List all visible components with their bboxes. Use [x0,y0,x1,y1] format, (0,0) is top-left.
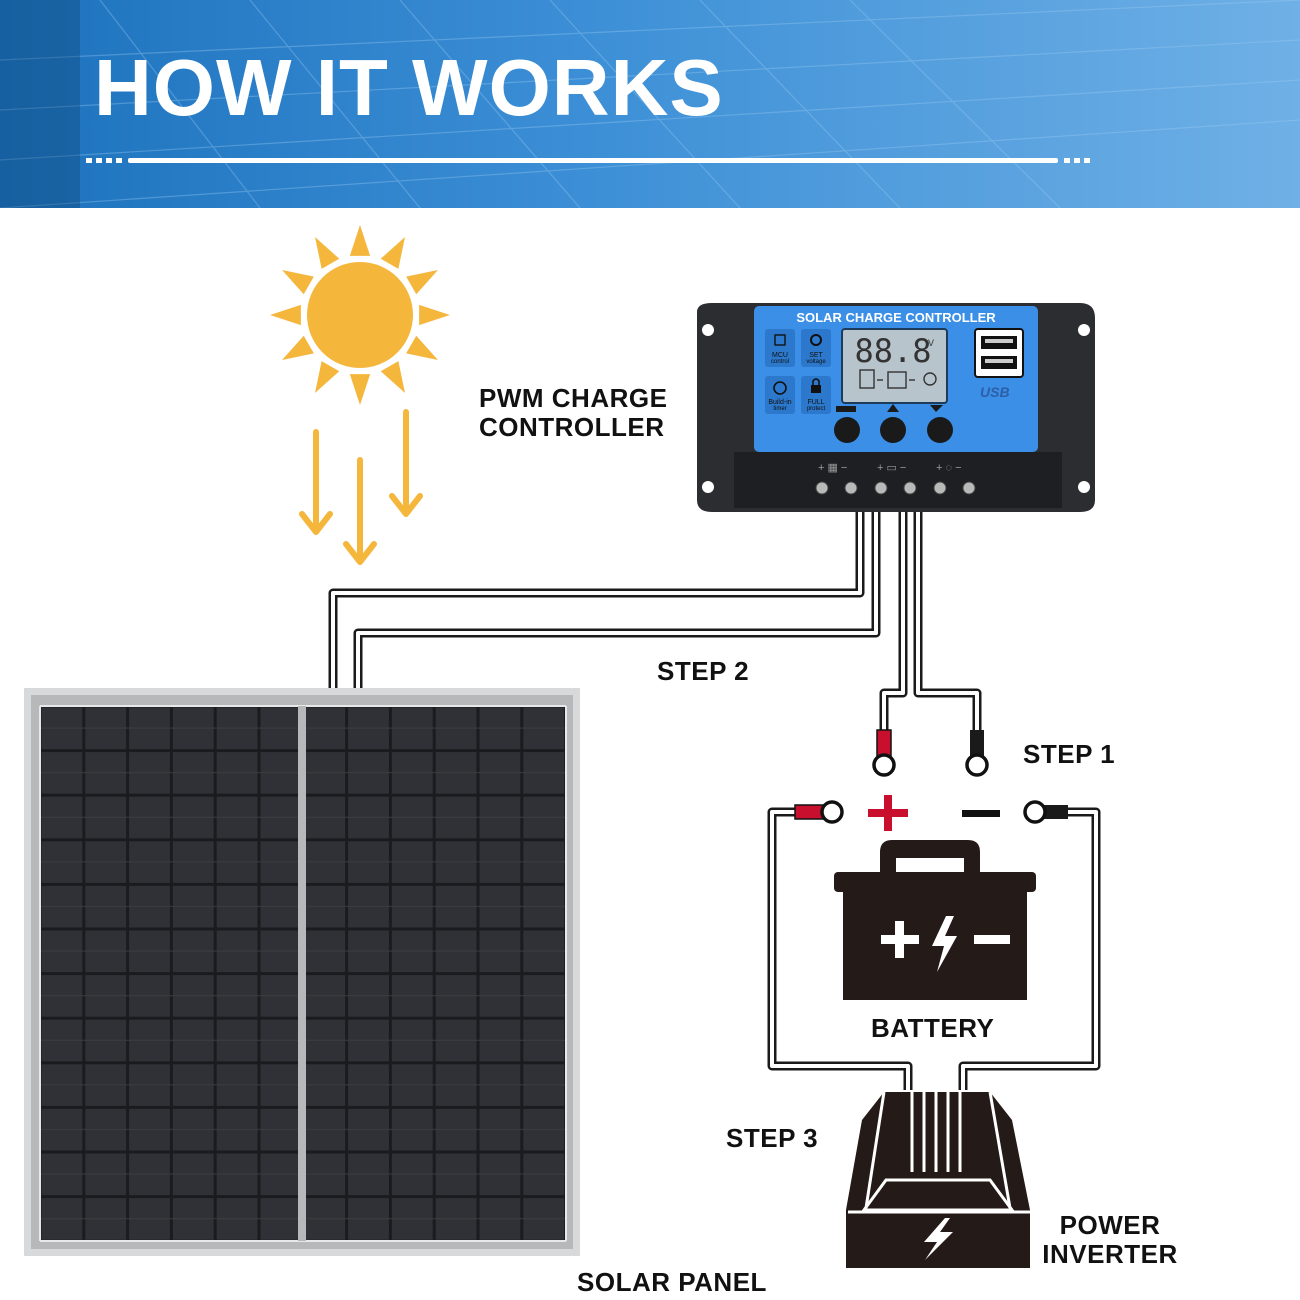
controller-label: PWM CHARGE CONTROLLER [479,384,667,442]
up-knob[interactable] [880,417,906,443]
up-arrow-icon [887,404,899,412]
terminal-screw-icon [874,481,888,495]
page-title: HOW IT WORKS [94,43,724,132]
svg-text:voltage: voltage [806,359,826,365]
inverter-label-line2: INVERTER [1042,1239,1178,1269]
mount-hole-icon [702,324,714,336]
step-2-label: STEP 2 [657,656,750,686]
header-banner: HOW IT WORKS [0,0,1300,208]
svg-text:+ ◌ −: + ◌ − [936,462,962,474]
mcu-control-icon: MCU control [765,329,795,367]
sun-ray [380,361,405,393]
sun-ray [315,361,340,393]
svg-text:timer: timer [773,406,786,412]
minus-icon [962,810,1000,817]
mount-hole-icon [702,481,714,493]
svg-text:+ ▦ −: + ▦ − [818,462,847,474]
usb-label: USB [980,384,1010,400]
terminal-screws [815,481,976,495]
svg-text:MCU: MCU [772,352,788,359]
solar-panel-label: SOLAR PANEL [577,1267,767,1297]
lcd-flow-icons [859,369,937,389]
charge-controller: SOLAR CHARGE CONTROLLER 88.8 V MCU contr… [697,303,1095,512]
terminal-screw-icon [844,481,858,495]
arrow-down-icon [389,409,423,517]
solar-roof-background [0,0,1300,208]
mount-hole-icon [1078,324,1090,336]
plus-icon [868,795,908,831]
svg-text:SET: SET [809,352,823,359]
inverter-battery-terminals [794,800,1068,824]
sun-ray [282,335,314,360]
svg-text:protect: protect [807,406,826,412]
terminal-screw-icon [815,481,829,495]
sun-ray [282,270,314,295]
sun-ray [406,270,438,295]
set-voltage-icon: SET voltage [801,329,831,367]
controller-label-line2: CONTROLLER [479,412,665,442]
lock-protect-icon: FULL protect [801,376,831,414]
lcd-digits: 88.8 [854,332,931,370]
sun-ray [349,225,371,256]
terminal-screw-icon [903,481,917,495]
svg-text:+ ▭ −: + ▭ − [877,462,906,474]
svg-text:FULL: FULL [807,399,824,406]
inverter-label-line1: POWER [1059,1210,1161,1240]
sun-ray [380,237,405,269]
arrow-down-icon [343,457,377,565]
power-inverter-icon [846,1091,1030,1268]
battery-label: BATTERY [871,1013,995,1043]
solar-panel-icon [24,688,580,1256]
svg-text:control: control [771,359,789,365]
menu-knob[interactable] [834,417,860,443]
sun-ray [349,374,371,405]
sun-ray [419,304,450,326]
sun-ray [270,304,301,326]
terminal-screw-icon [962,481,976,495]
sunlight-arrows [299,409,423,565]
sun-icon [270,225,450,405]
step-3-label: STEP 3 [726,1123,819,1153]
sun-ray [406,335,438,360]
controller-device-title: SOLAR CHARGE CONTROLLER [796,310,996,325]
terminal-block [734,452,1062,508]
controller-battery-terminals [872,729,989,777]
mount-hole-icon [1078,481,1090,493]
terminal-screw-icon [933,481,947,495]
terminal-symbols: + ▦ − + ▭ − + ◌ − [818,462,962,474]
timer-icon: Build-in timer [765,376,795,414]
battery-icon [834,840,1036,1000]
lcd-unit: V [928,338,934,348]
down-knob[interactable] [927,417,953,443]
sun-ray [315,237,340,269]
menu-button-icon [836,406,856,412]
inverter-label: POWER INVERTER [1038,1211,1182,1269]
svg-text:Build-in: Build-in [768,399,791,406]
lightning-icon [924,1218,953,1260]
wires [328,512,1101,1090]
lcd-screen [841,328,948,404]
controller-label-line1: PWM CHARGE [479,383,668,413]
arrow-down-icon [299,429,333,535]
usb-port-icon [974,328,1024,378]
header-underline [86,158,1090,163]
down-arrow-icon [930,405,943,412]
step-1-label: STEP 1 [1023,739,1116,769]
